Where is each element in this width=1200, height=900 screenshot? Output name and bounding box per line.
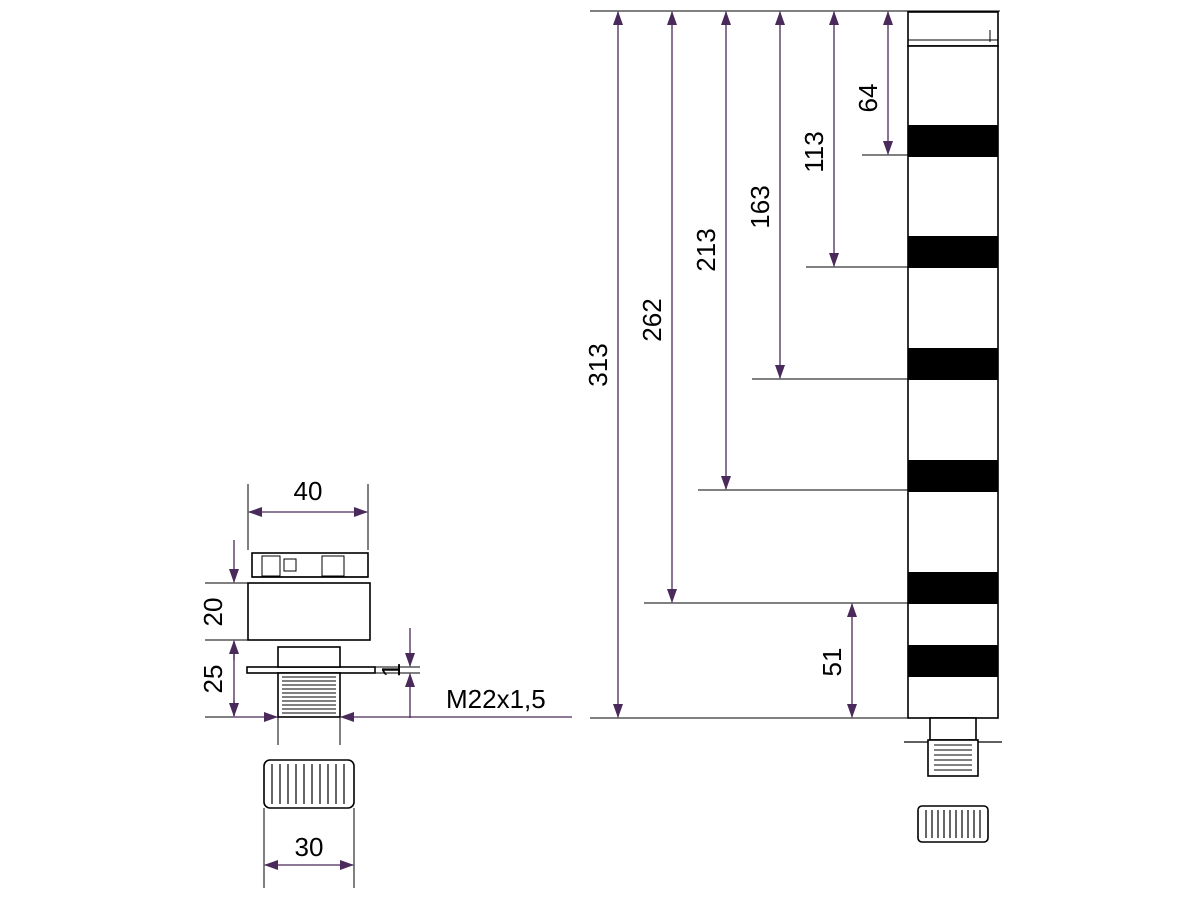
dim-213-label: 213	[691, 228, 721, 271]
dim-51: 51	[817, 603, 857, 718]
dim-113-label: 113	[799, 131, 829, 172]
dim-163-label: 163	[745, 185, 775, 228]
dim-64: 64	[853, 10, 893, 155]
base-nut	[263, 759, 355, 809]
tower-band-4	[908, 460, 998, 492]
thread-callout: M22x1,5	[232, 684, 572, 745]
base-thread	[277, 672, 341, 718]
base-neck	[277, 646, 341, 668]
dim-113: 113	[799, 10, 839, 267]
dim-1-label: 1	[376, 663, 406, 677]
tower-base	[904, 717, 1002, 777]
tower-band-1	[908, 125, 998, 157]
dim-height-20: 20	[198, 540, 278, 660]
dim-313-label: 313	[583, 343, 613, 386]
thread-label: M22x1,5	[446, 684, 546, 714]
dim-40-label: 40	[294, 476, 323, 506]
dim-213: 213	[691, 10, 731, 490]
dim-262-label: 262	[637, 298, 667, 341]
tower-nut	[917, 805, 989, 843]
base-connector-top	[251, 552, 369, 578]
dim-313: 313	[583, 10, 623, 718]
signal-tower-view: 313 262 213 163 113 64 51	[583, 10, 1002, 843]
tower-band-5	[908, 572, 998, 604]
base-body	[247, 582, 371, 641]
dim-flange-1: 1	[375, 628, 420, 718]
base-module-view: 40 20 25 1	[198, 476, 572, 888]
tower-cap	[907, 11, 999, 47]
dim-nut-30: 30	[263, 808, 355, 888]
base-flange	[246, 666, 376, 674]
dim-20-label: 20	[198, 598, 228, 627]
tower-body	[907, 45, 999, 719]
tower-band-6	[908, 645, 998, 677]
tower-band-2	[908, 236, 998, 268]
dim-width-40: 40	[247, 476, 369, 550]
dim-height-25: 25	[198, 642, 278, 718]
dim-25-label: 25	[198, 665, 228, 694]
dim-51-label: 51	[817, 648, 847, 677]
dim-163: 163	[745, 10, 785, 379]
tower-band-3	[908, 348, 998, 380]
dim-64-label: 64	[853, 84, 883, 113]
dim-262: 262	[637, 10, 677, 603]
dim-30-label: 30	[295, 832, 324, 862]
